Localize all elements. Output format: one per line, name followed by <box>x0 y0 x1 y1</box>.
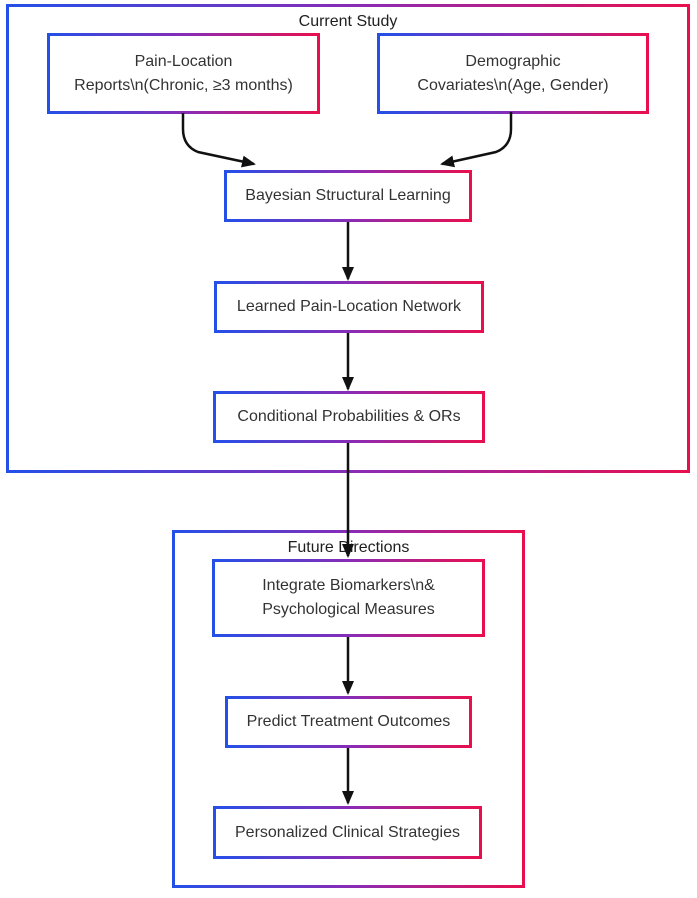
node-label: Pain-Location <box>134 52 233 70</box>
node-personalized-clinical-strategies: Personalized Clinical Strategies <box>213 806 482 859</box>
node-predict-treatment-outcomes: Predict Treatment Outcomes <box>225 696 472 748</box>
node-label: Personalized Clinical Strategies <box>235 823 460 841</box>
node-integrate-biomarkers: Integrate Biomarkers\n& Psychological Me… <box>212 559 485 637</box>
node-label: Conditional Probabilities & ORs <box>237 408 461 425</box>
node-label: Predict Treatment Outcomes <box>246 713 451 730</box>
node-pain-location-reports: Pain-Location Reports\n(Chronic, ≥3 mont… <box>47 33 320 114</box>
group-title-future-directions: Future Directions <box>287 539 410 556</box>
node-demographic-covariates: Demographic Covariates\n(Age, Gender) <box>377 33 649 114</box>
node-label: Learned Pain-Location Network <box>236 298 462 315</box>
node-label: Integrate Biomarkers\n& <box>262 577 435 594</box>
node-label: Psychological Measures <box>262 601 435 618</box>
node-label: Reports\n(Chronic, ≥3 months) <box>74 76 293 94</box>
node-learned-pain-location-network: Learned Pain-Location Network <box>214 281 484 333</box>
node-label: Covariates\n(Age, Gender) <box>417 76 609 94</box>
node-conditional-probabilities-ors: Conditional Probabilities & ORs <box>213 391 485 443</box>
node-bayesian-structural-learning: Bayesian Structural Learning <box>224 170 472 222</box>
node-label: Demographic <box>465 52 561 70</box>
node-label: Bayesian Structural Learning <box>245 187 451 204</box>
group-title-current-study: Current Study <box>298 13 398 30</box>
